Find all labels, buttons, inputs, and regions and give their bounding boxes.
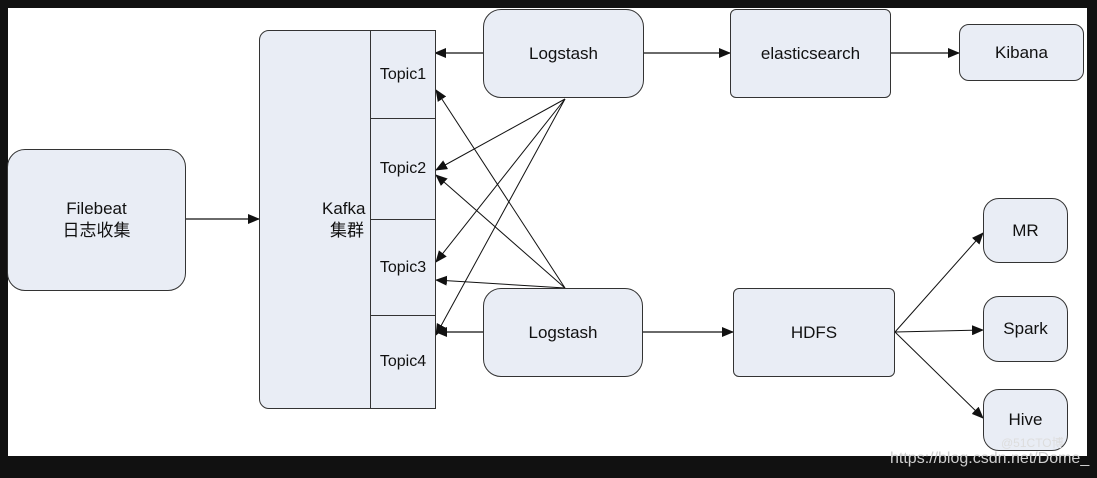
topic3-box: Topic3	[370, 219, 436, 316]
topic4-label: Topic4	[379, 353, 427, 370]
filebeat-node: Filebeat 日志收集	[7, 149, 186, 291]
filebeat-sublabel: 日志收集	[62, 221, 131, 240]
arrow-logstash-top-topic4	[435, 98, 566, 336]
filebeat-label: Filebeat	[66, 199, 127, 218]
logstash-bottom-label: Logstash	[528, 322, 598, 342]
kafka-label: Kafka	[322, 198, 366, 218]
kibana-node: Kibana	[959, 24, 1084, 81]
topic2-box: Topic2	[370, 118, 436, 220]
topic1-label: Topic1	[379, 65, 427, 83]
watermark-51cto: @51CTO博	[1001, 436, 1064, 450]
topic1-box: Topic1	[370, 30, 436, 119]
topic2-label: Topic2	[379, 160, 427, 177]
arrow-hdfs-spark	[894, 325, 984, 336]
arrow-logstash-bottom-topic1	[435, 89, 566, 289]
arrow-hdfs-mr	[894, 232, 984, 333]
mr-label: MR	[1012, 220, 1039, 240]
arrow-logstash-top-topic2	[435, 98, 566, 171]
hive-label: Hive	[1008, 410, 1043, 429]
watermark-url: https://blog.csdn.net/Dome_	[890, 450, 1090, 467]
topic4-box: Topic4	[370, 315, 436, 409]
spark-node: Spark	[983, 296, 1068, 362]
arrow-logstash-top-topic3	[435, 98, 566, 263]
hdfs-node: HDFS	[733, 288, 895, 377]
mr-node: MR	[983, 198, 1068, 263]
elasticsearch-node: elasticsearch	[730, 9, 891, 98]
arrow-hdfs-hive	[894, 331, 984, 419]
elasticsearch-label: elasticsearch	[760, 43, 861, 63]
topic3-label: Topic3	[379, 258, 427, 276]
kibana-label: Kibana	[995, 42, 1048, 62]
logstash-bottom-node: Logstash	[483, 288, 643, 377]
hdfs-label: HDFS	[790, 322, 838, 342]
arrow-logstash-bottom-topic2	[435, 174, 566, 289]
arrow-logstash-bottom-topic3	[435, 275, 566, 289]
spark-label: Spark	[1003, 319, 1048, 338]
logstash-top-node: Logstash	[483, 9, 644, 98]
kafka-sublabel: 集群	[330, 220, 364, 240]
logstash-top-label: Logstash	[529, 43, 598, 63]
hive-node: Hive	[983, 389, 1068, 451]
